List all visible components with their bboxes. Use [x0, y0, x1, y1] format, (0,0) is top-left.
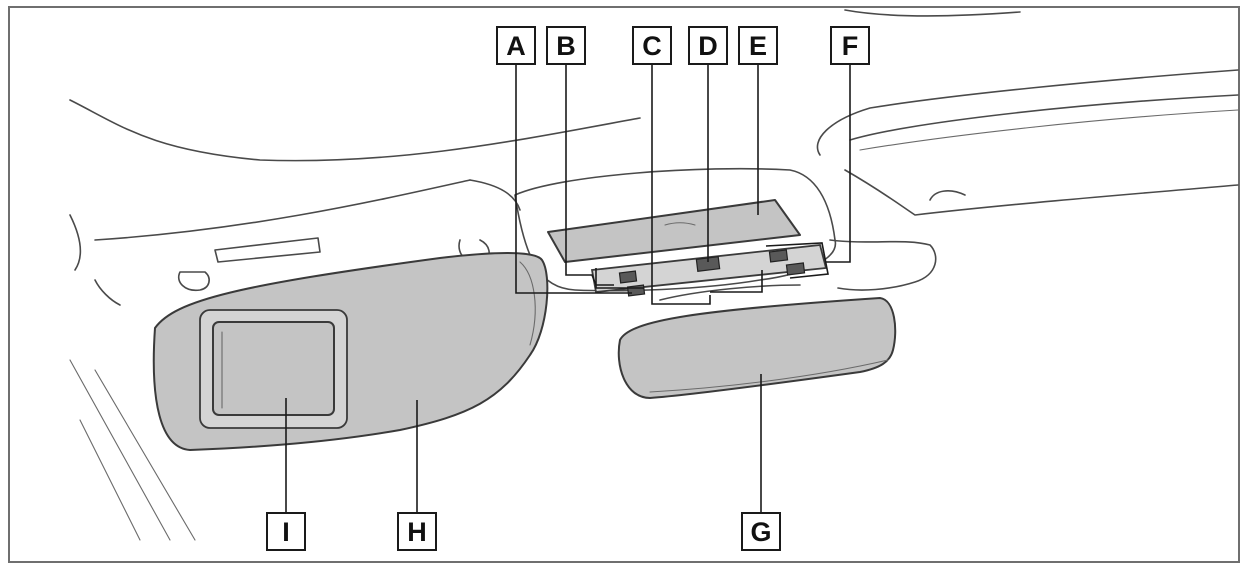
a-pillar-lines [69, 359, 196, 541]
callout-h-label: H [407, 517, 427, 547]
map-light-button-left[interactable] [618, 270, 638, 284]
callout-g-label: G [750, 517, 771, 547]
callout-g: G [741, 512, 781, 551]
callout-i-label: I [282, 517, 290, 547]
callout-a: A [496, 26, 536, 65]
callout-f-label: F [842, 31, 859, 61]
lens-mark [664, 222, 696, 226]
dome-light-lens [547, 199, 801, 263]
button-a[interactable] [626, 284, 646, 297]
callout-b-label: B [556, 31, 576, 61]
vanity-mirror [199, 309, 348, 429]
callout-a-label: A [506, 31, 526, 61]
roof-slot [214, 237, 321, 263]
headliner-outline [69, 9, 1239, 306]
callout-d: D [688, 26, 728, 65]
callout-e: E [738, 26, 778, 65]
callout-b: B [546, 26, 586, 65]
callout-f: F [830, 26, 870, 65]
rearview-mirror [617, 284, 897, 399]
callout-c: C [632, 26, 672, 65]
callout-h: H [397, 512, 437, 551]
callout-i: I [266, 512, 306, 551]
button-f-lower[interactable] [785, 262, 806, 276]
callout-c-label: C [642, 31, 662, 61]
callout-e-label: E [749, 31, 767, 61]
button-f-upper[interactable] [768, 249, 789, 263]
leader-lines [285, 64, 851, 513]
callout-d-label: D [698, 31, 718, 61]
